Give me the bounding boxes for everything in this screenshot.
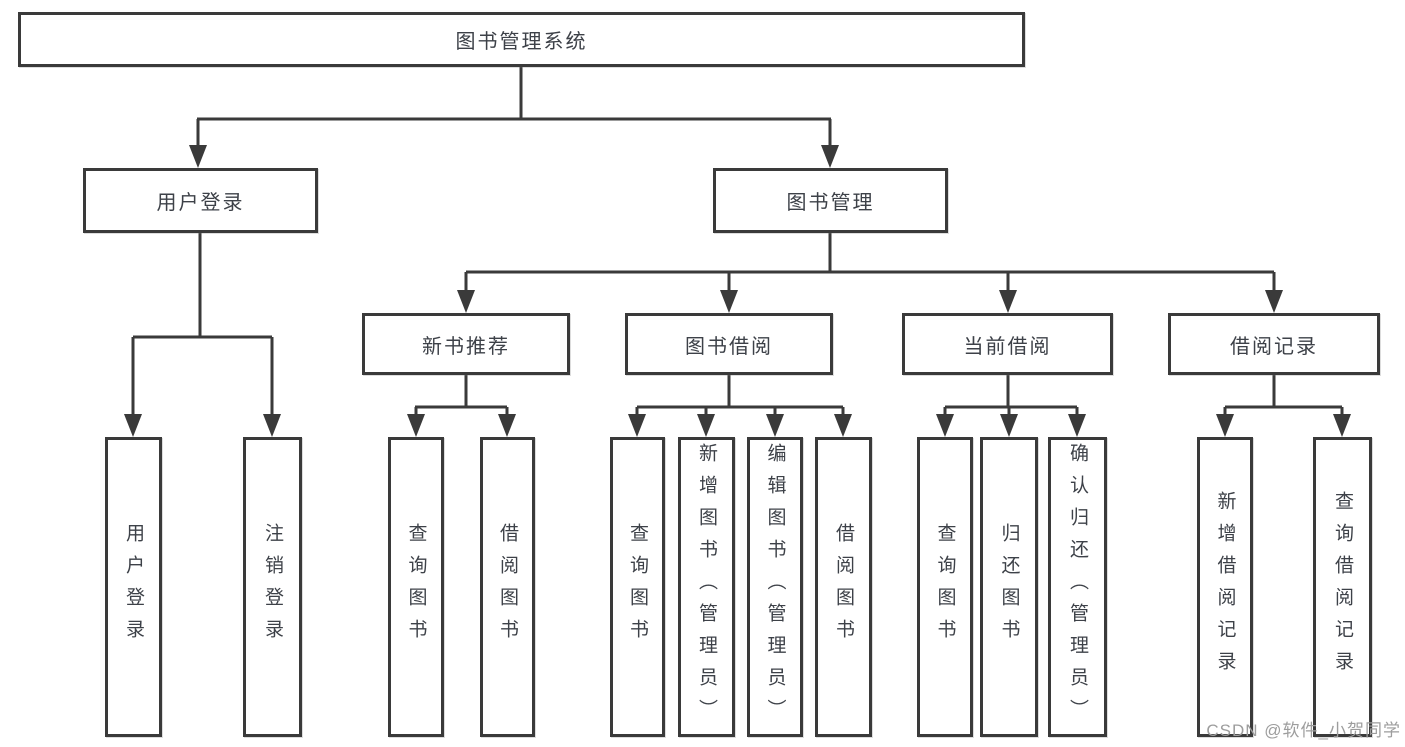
node-label: 图书管理	[786, 192, 875, 214]
node-label: 新增借阅记录	[1214, 491, 1236, 683]
node-label: 查询图书	[934, 523, 956, 651]
node-leaf-add-borrow-record: 新增借阅记录	[1197, 437, 1253, 737]
node-label: 注销登录	[262, 523, 283, 651]
node-leaf-query-borrow-record: 查询借阅记录	[1313, 437, 1372, 737]
node-book-borrowing: 图书借阅	[625, 313, 833, 375]
node-label: 图书借阅	[685, 335, 773, 358]
node-leaf-query-books-1: 查询图书	[388, 437, 444, 737]
node-leaf-return-book: 归还图书	[980, 437, 1038, 737]
node-leaf-confirm-return: 确认归还（管理员）	[1048, 437, 1107, 737]
node-label: 查询图书	[627, 523, 648, 651]
node-leaf-user-login: 用户登录	[105, 437, 162, 737]
node-user-login-branch: 用户登录	[83, 168, 318, 233]
node-label: 归还图书	[998, 523, 1020, 651]
node-system-root: 图书管理系统	[18, 12, 1025, 67]
node-leaf-add-book-admin: 新增图书（管理员）	[678, 437, 735, 737]
node-label: 查询图书	[405, 523, 427, 651]
node-book-management-branch: 图书管理	[713, 168, 948, 233]
node-label: 新增图书（管理员）	[696, 443, 717, 731]
node-leaf-query-books-3: 查询图书	[917, 437, 973, 737]
node-label: 用户登录	[123, 523, 144, 651]
node-label: 借阅图书	[833, 523, 854, 651]
node-label: 新书推荐	[422, 335, 510, 358]
node-new-book-recommend: 新书推荐	[362, 313, 570, 375]
node-current-borrowing: 当前借阅	[902, 313, 1113, 375]
node-leaf-edit-book-admin: 编辑图书（管理员）	[747, 437, 803, 737]
node-borrow-records: 借阅记录	[1168, 313, 1380, 375]
node-leaf-borrow-books-1: 借阅图书	[480, 437, 535, 737]
node-leaf-borrow-books-2: 借阅图书	[815, 437, 872, 737]
node-label: 确认归还（管理员）	[1067, 443, 1088, 731]
watermark-text: CSDN @软件_小贺同学	[1206, 721, 1401, 740]
node-label: 用户登录	[156, 192, 245, 214]
node-leaf-query-books-2: 查询图书	[610, 437, 665, 737]
node-label: 编辑图书（管理员）	[764, 443, 786, 731]
node-leaf-logout: 注销登录	[243, 437, 302, 737]
node-label: 借阅记录	[1230, 335, 1318, 358]
node-label: 借阅图书	[497, 523, 518, 651]
node-label: 当前借阅	[963, 335, 1052, 358]
node-label: 图书管理系统	[455, 31, 588, 53]
node-label: 查询借阅记录	[1332, 491, 1353, 683]
